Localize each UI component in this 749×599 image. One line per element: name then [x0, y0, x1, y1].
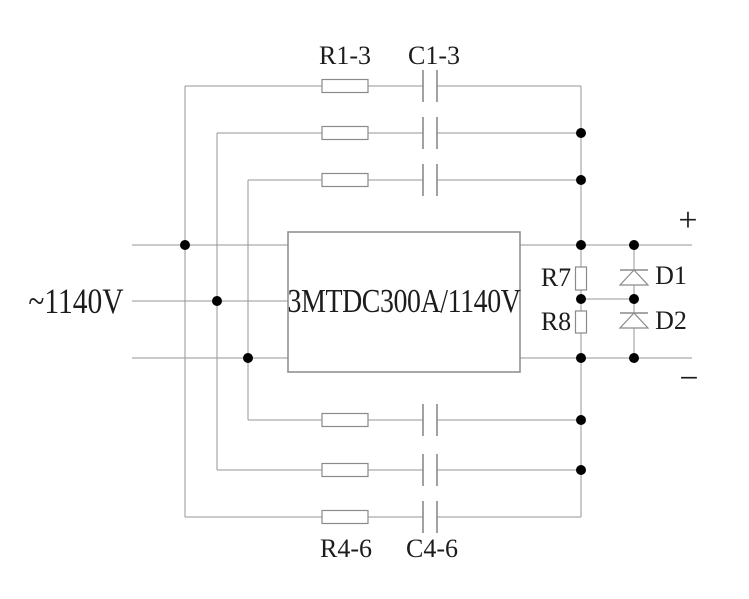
positive-terminal-label: + [678, 202, 698, 239]
junction-dot [629, 240, 639, 250]
junction-dot [576, 175, 586, 185]
r8-label: R8 [540, 307, 572, 336]
resistor-r5-symbol [321, 462, 369, 478]
source-voltage-label: ~1140V [18, 283, 134, 319]
junction-dot [576, 415, 586, 425]
top-snubber-wires [185, 85, 581, 181]
top-resistors-label: R1-3 [319, 41, 371, 70]
resistor-r1-symbol [321, 78, 369, 94]
capacitor-c2-symbol [422, 117, 438, 149]
resistor-r4-symbol [321, 412, 369, 428]
capacitor-c5-symbol [422, 454, 438, 486]
junction-dots [180, 128, 639, 475]
negative-terminal-label: − [679, 360, 699, 397]
d2-label: D2 [655, 306, 687, 335]
junction-dot [576, 128, 586, 138]
junction-dot [629, 294, 639, 304]
resistor-r7-symbol [574, 266, 588, 291]
junction-dot [576, 240, 586, 250]
ac-input-wires [132, 244, 288, 359]
diode-d1-symbol [618, 269, 650, 286]
diode-d2-symbol [618, 312, 650, 329]
bottom-resistors-label: R4-6 [320, 534, 372, 563]
module-outline [287, 231, 521, 373]
bottom-capacitors-label: C4-6 [406, 534, 458, 563]
module-label: 3MTDC300A/1140V [262, 285, 546, 319]
junction-dot [212, 296, 222, 306]
snubber-resistors [321, 78, 369, 525]
junction-dot [243, 353, 253, 363]
resistor-r6-symbol [321, 509, 369, 525]
junction-dot [180, 240, 190, 250]
r7-label: R7 [540, 263, 572, 292]
dc-output-wires [520, 244, 692, 359]
junction-dot [576, 353, 586, 363]
resistor-r8-symbol [574, 310, 588, 334]
resistor-r3-symbol [321, 172, 369, 188]
bottom-snubber-wires [185, 419, 581, 518]
top-capacitors-label: C1-3 [408, 41, 460, 70]
junction-dot [629, 353, 639, 363]
d1-triangle [618, 269, 650, 286]
source-voltage-text: ~1140V [28, 281, 124, 321]
capacitor-c4-symbol [422, 404, 438, 436]
snubber-capacitors [422, 70, 438, 533]
module-text: 3MTDC300A/1140V [287, 283, 521, 320]
resistor-r2-symbol [321, 125, 369, 141]
d1-label: D1 [655, 261, 687, 290]
capacitor-c1-symbol [422, 70, 438, 102]
rectifier-module-block [287, 231, 521, 373]
balancing-resistors [574, 266, 588, 334]
junction-dot [576, 465, 586, 475]
d2-triangle [618, 312, 650, 329]
junction-dot [576, 294, 586, 304]
capacitor-c3-symbol [422, 164, 438, 196]
capacitor-c6-symbol [422, 501, 438, 533]
